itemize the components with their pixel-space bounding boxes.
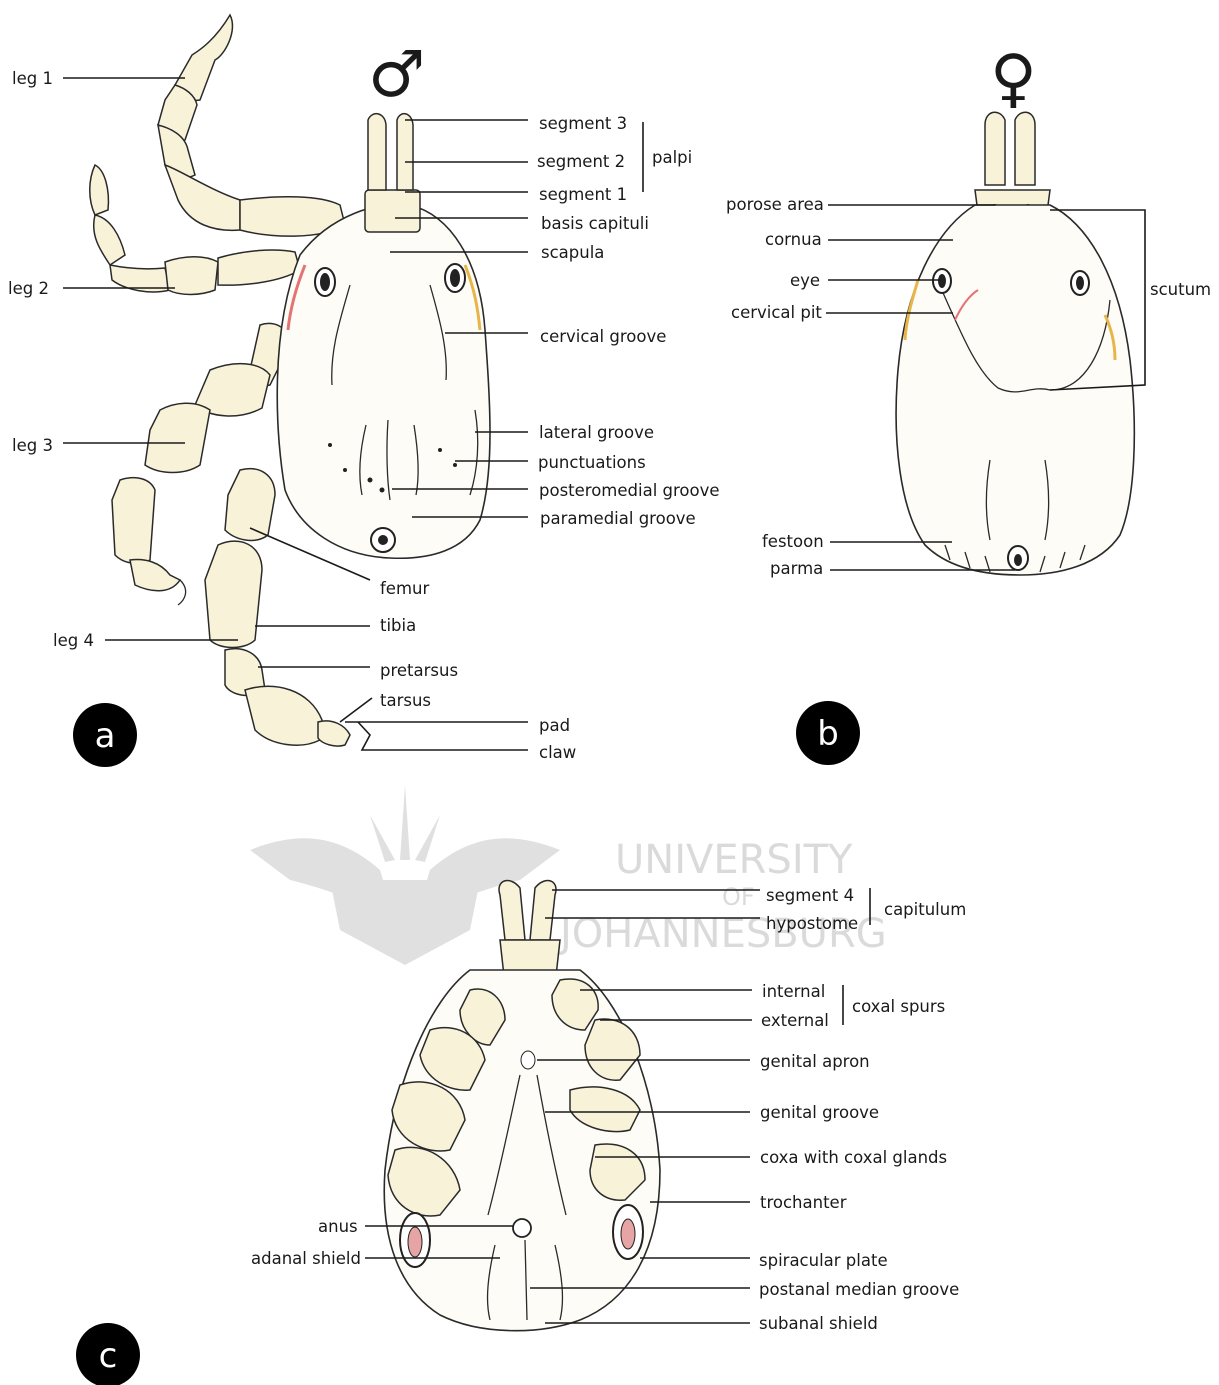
label-leg-3: leg 3 bbox=[12, 436, 53, 455]
panel-a-badge: a bbox=[73, 703, 137, 767]
label-scapula: scapula bbox=[541, 243, 604, 262]
panel-b-badge: b bbox=[796, 701, 860, 765]
label-genital-groove: genital groove bbox=[760, 1103, 879, 1122]
label-leg-2: leg 2 bbox=[8, 279, 49, 298]
basis-capituli-shape bbox=[365, 190, 420, 232]
label-punctuations: punctuations bbox=[538, 453, 646, 472]
label-cervical-pit: cervical pit bbox=[731, 303, 822, 322]
panel-a: ♂ bbox=[8, 15, 720, 767]
label-segment-3: segment 3 bbox=[539, 114, 627, 133]
male-symbol: ♂ bbox=[368, 38, 425, 112]
label-external: external bbox=[761, 1011, 829, 1030]
label-tarsus: tarsus bbox=[380, 691, 431, 710]
watermark-line1: UNIVERSITY bbox=[615, 837, 853, 883]
female-symbol: ♀ bbox=[990, 42, 1037, 116]
label-tibia: tibia bbox=[380, 616, 416, 635]
label-leg-4: leg 4 bbox=[53, 631, 94, 650]
label-spiracular-plate: spiracular plate bbox=[759, 1251, 888, 1270]
panel-c-badge: c bbox=[76, 1323, 140, 1385]
label-trochanter: trochanter bbox=[760, 1193, 847, 1212]
label-subanal-shield: subanal shield bbox=[759, 1314, 878, 1333]
label-postanal-median-groove: postanal median groove bbox=[759, 1280, 959, 1299]
label-lateral-groove: lateral groove bbox=[539, 423, 654, 442]
label-leg-1: leg 1 bbox=[12, 69, 53, 88]
panel-b-letter: b bbox=[817, 714, 839, 754]
label-scutum: scutum bbox=[1150, 280, 1211, 299]
label-segment-1: segment 1 bbox=[539, 185, 627, 204]
label-adanal-shield: adanal shield bbox=[251, 1249, 361, 1268]
label-coxal-spurs: coxal spurs bbox=[852, 997, 945, 1016]
label-segment-2: segment 2 bbox=[537, 152, 625, 171]
label-parma: parma bbox=[770, 559, 823, 578]
label-internal: internal bbox=[762, 982, 825, 1001]
label-pad: pad bbox=[539, 716, 570, 735]
label-capitulum: capitulum bbox=[884, 900, 966, 919]
label-hypostome: hypostome bbox=[766, 914, 858, 933]
tick-b-body bbox=[896, 112, 1134, 575]
panel-c-letter: c bbox=[99, 1336, 118, 1376]
watermark: UNIVERSITY OF JOHANNESBURG bbox=[250, 785, 887, 965]
label-segment-4: segment 4 bbox=[766, 886, 854, 905]
label-claw: claw bbox=[539, 743, 576, 762]
label-genital-apron: genital apron bbox=[760, 1052, 870, 1071]
label-anus: anus bbox=[318, 1217, 358, 1236]
label-coxa-with-coxal-glands: coxa with coxal glands bbox=[760, 1148, 947, 1167]
panel-a-letter: a bbox=[95, 716, 116, 756]
tick-a-body bbox=[277, 114, 490, 559]
label-femur: femur bbox=[380, 579, 429, 598]
watermark-line2: OF bbox=[722, 883, 755, 911]
label-porose-area: porose area bbox=[726, 195, 824, 214]
panel-b: ♀ bbox=[726, 42, 1211, 765]
label-paramedial-groove: paramedial groove bbox=[540, 509, 696, 528]
label-cervical-groove: cervical groove bbox=[540, 327, 666, 346]
label-basis-capituli: basis capituli bbox=[541, 214, 649, 233]
label-festoon: festoon bbox=[762, 532, 824, 551]
label-posteromedial-groove: posteromedial groove bbox=[539, 481, 720, 500]
label-palpi: palpi bbox=[652, 148, 692, 167]
label-pretarsus: pretarsus bbox=[380, 661, 458, 680]
label-cornua: cornua bbox=[765, 230, 822, 249]
label-eye: eye bbox=[790, 271, 820, 290]
